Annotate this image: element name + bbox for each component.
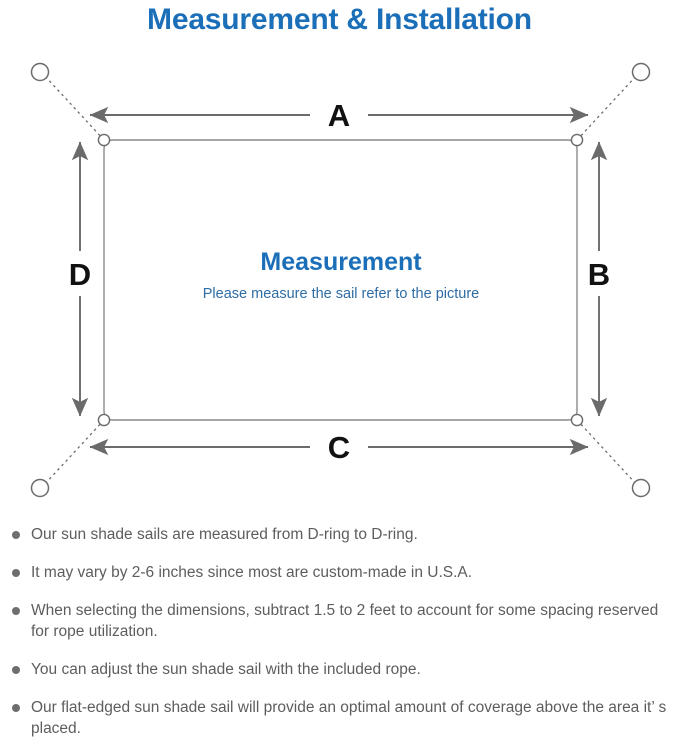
rope-bottom-right [576, 419, 638, 486]
anchor-bottom-right-icon [631, 478, 651, 498]
d-ring-bottom-right-icon [570, 413, 584, 427]
rope-top-right [576, 74, 638, 141]
note-text: When selecting the dimensions, subtract … [31, 602, 659, 640]
dimension-d-label: D [69, 257, 91, 292]
rope-top-left [43, 74, 105, 141]
bullet-icon [12, 607, 20, 615]
list-item: Our flat-edged sun shade sail will provi… [0, 697, 679, 739]
sail-sublabel: Please measure the sail refer to the pic… [203, 286, 479, 302]
note-text: Our sun shade sails are measured from D-… [31, 526, 418, 543]
d-ring-bottom-left-icon [97, 413, 111, 427]
anchor-top-left-icon [30, 62, 50, 82]
sail-body [103, 139, 578, 421]
d-ring-top-right-icon [570, 133, 584, 147]
list-item: When selecting the dimensions, subtract … [0, 600, 679, 642]
bullet-icon [12, 531, 20, 539]
rope-bottom-left [43, 419, 105, 486]
dimension-b-label: B [588, 257, 610, 292]
measurement-diagram: A C D B Measurement Please measure the s… [0, 48, 679, 513]
note-text: Our flat-edged sun shade sail will provi… [31, 699, 667, 737]
dimension-a-label: A [328, 98, 350, 133]
list-item: Our sun shade sails are measured from D-… [0, 524, 679, 545]
dimension-a: A [89, 98, 589, 133]
notes-list: Our sun shade sails are measured from D-… [0, 524, 679, 756]
dimension-c: C [89, 430, 589, 465]
bullet-icon [12, 666, 20, 674]
measurement-diagram-svg: A C D B Measurement Please measure the s… [30, 62, 651, 498]
dimension-b: B [588, 141, 610, 417]
anchor-top-right-icon [631, 62, 651, 82]
d-ring-top-left-icon [97, 133, 111, 147]
dimension-d: D [69, 141, 91, 417]
list-item: It may vary by 2-6 inches since most are… [0, 562, 679, 583]
anchor-bottom-left-icon [30, 478, 50, 498]
bullet-icon [12, 569, 20, 577]
note-text: It may vary by 2-6 inches since most are… [31, 564, 473, 581]
dimension-c-label: C [328, 430, 350, 465]
note-text: You can adjust the sun shade sail with t… [31, 661, 421, 678]
sail-label: Measurement [260, 248, 422, 276]
bullet-icon [12, 704, 20, 712]
list-item: You can adjust the sun shade sail with t… [0, 659, 679, 680]
page-title: Measurement & Installation [147, 3, 532, 36]
